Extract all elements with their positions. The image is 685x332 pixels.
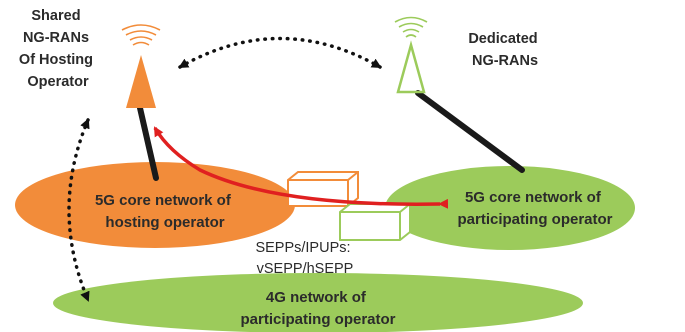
participating-core-ellipse [385, 166, 635, 250]
4g-network-label: 4G network of participating operator [240, 289, 395, 328]
shared-ran-label: Shared NG-RANs Of Hosting Operator [19, 8, 97, 90]
hosting-core-label: 5G core network of hosting operator [95, 192, 235, 231]
sepp-label: SEPPs/IPUPs: vSEPP/hSEPP [255, 240, 354, 277]
green-antenna-icon [394, 16, 428, 94]
green-box-icon [339, 203, 411, 241]
shared-ran-link [137, 105, 159, 181]
dedicated-ran-link [415, 90, 525, 173]
4g-network-ellipse [53, 273, 583, 332]
ran-to-4g-dotted-arrow [67, 118, 90, 302]
ran-to-ran-dotted-arrow [178, 36, 382, 69]
orange-antenna-icon [121, 24, 161, 108]
red-signalling-arrow [153, 126, 449, 209]
dedicated-ran-label: Dedicated NG-RANs [468, 31, 541, 69]
participating-core-label: 5G core network of participating operato… [457, 189, 612, 228]
